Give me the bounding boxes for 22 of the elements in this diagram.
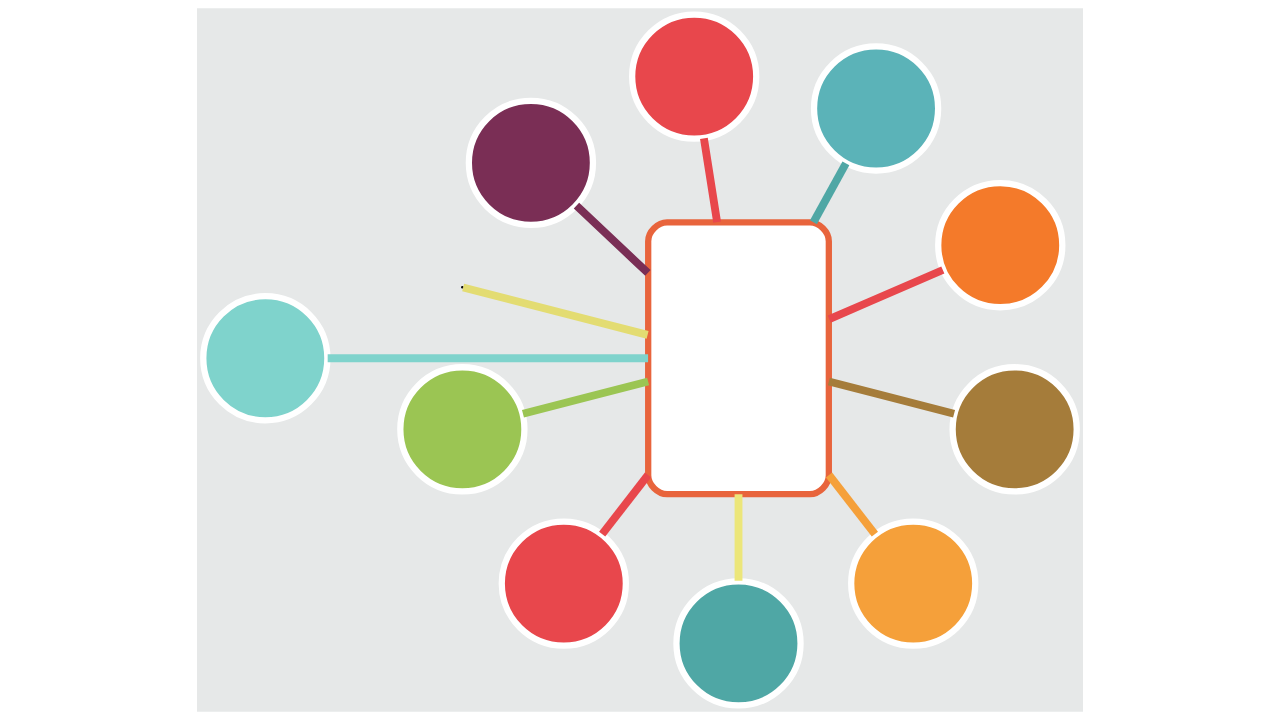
node-circle: [200, 293, 331, 424]
node-circle: [810, 43, 942, 174]
connector: [734, 494, 743, 581]
node-circle: [498, 518, 629, 649]
connector: [599, 472, 652, 537]
node-circle: [848, 518, 979, 649]
connector: [573, 202, 651, 276]
connector: [327, 354, 649, 363]
node-circle: [629, 11, 760, 142]
connector: [700, 137, 721, 223]
node-circle: [949, 364, 1080, 495]
connector: [462, 283, 649, 339]
connector: [825, 472, 878, 537]
node-circle: [465, 97, 597, 228]
node-circle: [397, 364, 528, 495]
connector: [827, 377, 956, 418]
node-circle: [673, 578, 804, 709]
connector: [827, 266, 945, 323]
connector: [522, 377, 650, 418]
connector: [810, 161, 850, 225]
node-person: [645, 219, 832, 498]
node-circle: [935, 180, 1066, 311]
